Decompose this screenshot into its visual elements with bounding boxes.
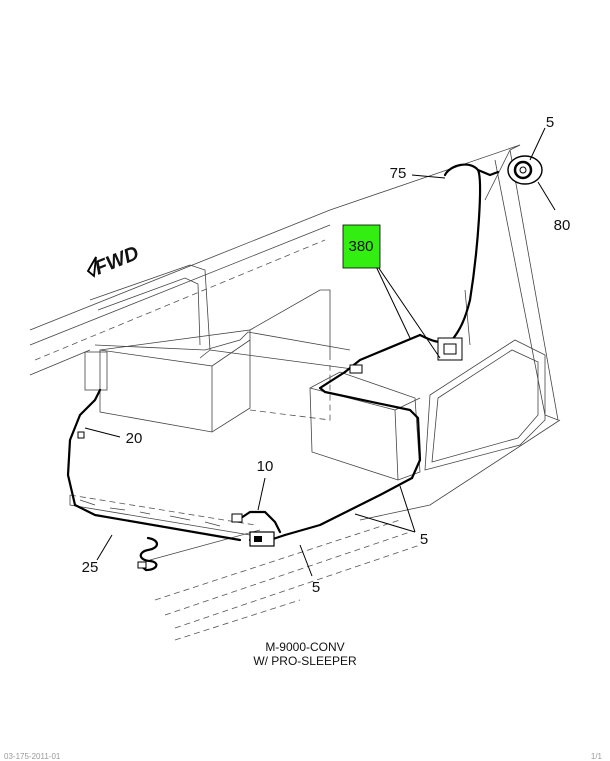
callout-5-right[interactable]: 5 <box>420 531 428 548</box>
callout-25[interactable]: 25 <box>82 559 99 576</box>
callout-leader-lines <box>84 127 556 577</box>
callout-10[interactable]: 10 <box>257 458 274 475</box>
connector-blocks <box>77 337 463 569</box>
callout-380-highlight-box[interactable] <box>342 224 381 269</box>
callout-80[interactable]: 80 <box>554 217 571 234</box>
light-assembly-80 <box>507 155 543 185</box>
callout-5-top[interactable]: 5 <box>546 114 554 131</box>
diagram-caption-line-2: W/ PRO-SLEEPER <box>253 654 357 668</box>
footer-page-indicator: 1/1 <box>590 752 602 761</box>
callout-380-label[interactable]: 380 <box>348 238 373 255</box>
callout-75[interactable]: 75 <box>390 165 407 182</box>
footer-reference-code: 03-175-2011-01 <box>4 752 61 761</box>
wiring-harness <box>66 163 500 572</box>
cab-frame-outline <box>29 144 561 641</box>
callout-20[interactable]: 20 <box>126 430 143 447</box>
forward-direction-indicator: FWD <box>86 242 142 280</box>
forward-label: FWD <box>92 242 142 279</box>
forward-arrow-icon <box>86 256 97 278</box>
callout-5-bottom[interactable]: 5 <box>312 579 320 596</box>
diagram-caption-line-1: M-9000-CONV <box>265 640 345 654</box>
